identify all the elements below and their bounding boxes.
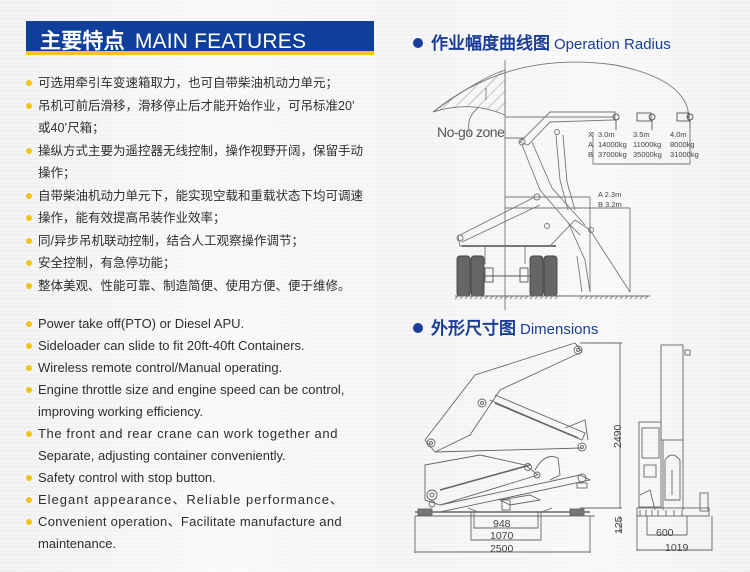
dimension-inner-width: 948	[493, 518, 511, 530]
feature-item-cn: 操作，能有效提高吊装作业效率；	[26, 207, 376, 230]
banner-title-en: MAIN FEATURES	[134, 30, 307, 53]
bullet-dot-icon	[26, 431, 32, 437]
bullet-dot-icon	[26, 497, 32, 503]
feature-item-cn: 自带柴油机动力单元下，能实现空载和重载状态下均可调速	[26, 185, 376, 208]
dimension-height: 2490	[612, 424, 624, 448]
dimension-side-inner: 600	[656, 527, 674, 539]
dimension-total-length: 2500	[490, 543, 514, 555]
feature-item-en: Wireless remote control/Manual operating…	[26, 357, 376, 379]
radius-value: 3.5m	[633, 130, 650, 139]
feature-item-en: Engine throttle size and engine speed ca…	[26, 379, 376, 401]
dimensions-diagram	[414, 342, 713, 553]
feature-item-cn: 同/异步吊机联动控制，结合人工观察操作调节；	[26, 230, 376, 253]
load-value: 35000kg	[633, 150, 662, 159]
feature-item-en: The front and rear crane can work togeth…	[26, 423, 376, 445]
bullet-dot-icon	[26, 387, 32, 393]
bullet-dot-icon	[26, 365, 32, 371]
bullet-dot-icon	[26, 475, 32, 481]
no-go-zone-label: No-go zone	[437, 124, 505, 140]
banner-underline	[26, 51, 374, 55]
features-list-en: Power take off(PTO) or Diesel APU. Sidel…	[26, 313, 376, 555]
bullet-dot-icon	[26, 215, 32, 221]
features-list-cn: 可选用牵引车变速箱取力，也可自带柴油机动力单元； 吊机可前后滑移，滑移停止后才能…	[26, 72, 376, 297]
feature-item-cn: 操纵方式主要为遥控器无线控制，操作视野开阔，保留手动	[26, 140, 376, 163]
feature-item-en-continued: maintenance.	[38, 536, 117, 551]
bullet-dot-icon	[26, 260, 32, 266]
load-value: 14000kg	[598, 140, 627, 149]
bullet-dot-icon	[26, 519, 32, 525]
radius-value: 4.0m	[670, 130, 687, 139]
feature-item-cn-continued: 操作；	[38, 166, 76, 180]
feature-item-en-continued: improving working efficiency.	[38, 404, 203, 419]
bullet-dot-icon	[26, 80, 32, 86]
dimension-base-height: 125	[613, 516, 625, 534]
bullet-dot-icon	[26, 102, 32, 109]
feature-item-cn: 可选用牵引车变速箱取力，也可自带柴油机动力单元；	[26, 72, 376, 95]
feature-item-en: Convenient operation、Facilitate manufact…	[26, 511, 376, 533]
banner-title: 主要特点 MAIN FEATURES	[40, 25, 306, 55]
bullet-dot-icon	[26, 282, 32, 289]
radius-value: 3.0m	[598, 130, 615, 139]
feature-item-cn-continued: 或40’尺箱；	[38, 121, 105, 135]
bullet-dot-icon	[26, 192, 32, 199]
main-features-banner: 主要特点 MAIN FEATURES	[26, 21, 374, 55]
feature-item-en-continued: Separate, adjusting container convenient…	[38, 448, 286, 463]
banner-title-cn: 主要特点	[40, 30, 125, 53]
reach-a-label: A 2.3m	[598, 190, 622, 199]
heading-bullet-icon	[413, 37, 423, 48]
load-value: 8000kg	[670, 140, 695, 149]
bullet-dot-icon	[26, 343, 32, 349]
dimension-mid-width: 1070	[490, 530, 514, 542]
feature-item-en: Power take off(PTO) or Diesel APU.	[26, 313, 376, 335]
dimension-side-total: 1019	[665, 542, 689, 554]
feature-item-en: Safety control with stop button.	[26, 467, 376, 489]
table-row-a-label: A	[588, 140, 594, 149]
bullet-dot-icon	[26, 321, 32, 327]
feature-item-en: Sideloader can slide to fit 20ft-40ft Co…	[26, 335, 376, 357]
feature-item-cn: 吊机可前后滑移，滑移停止后才能开始作业，可吊标准20’	[26, 95, 376, 118]
table-row-b-label: B	[588, 150, 594, 159]
feature-item-cn: 整体美观、性能可靠、制造简便、使用方便、便于维修。	[26, 275, 376, 298]
feature-item-en: Elegant appearance、Reliable performance、	[26, 489, 376, 511]
load-value: 11000kg	[633, 140, 662, 149]
bullet-dot-icon	[26, 147, 32, 154]
load-value: 37000kg	[598, 150, 627, 159]
reach-b-label: B 3.2m	[598, 200, 622, 209]
bullet-dot-icon	[26, 237, 32, 244]
operation-radius-diagram	[432, 60, 694, 310]
heading-bullet-icon	[413, 322, 423, 333]
load-value: 31000kg	[670, 150, 699, 159]
banner-background	[26, 21, 374, 51]
feature-item-cn: 安全控制，有急停功能；	[26, 252, 376, 275]
table-row-x-label: X	[588, 130, 594, 139]
